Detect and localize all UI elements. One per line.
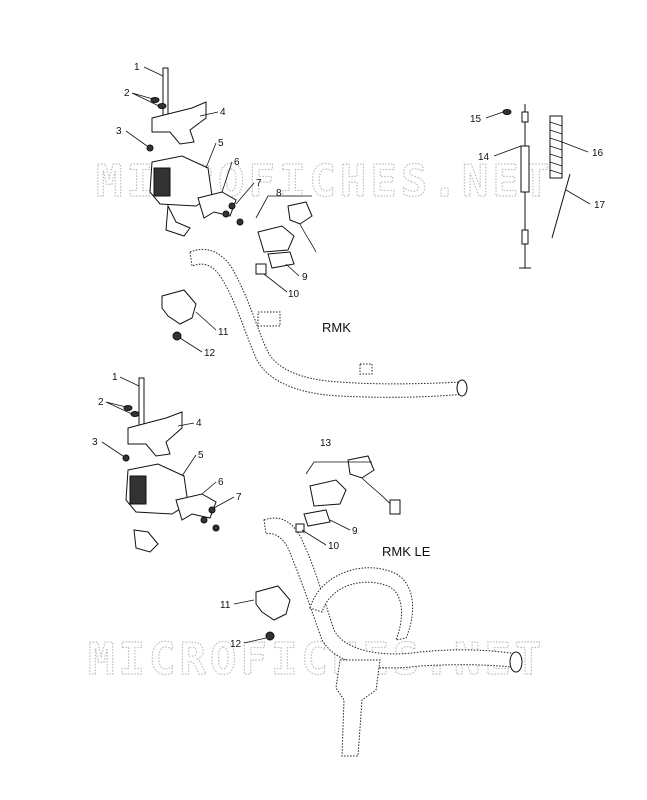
section-label-rmk-le: RMK LE: [382, 544, 431, 559]
nut-part-12: [172, 331, 182, 341]
washer-part-2a: [150, 97, 160, 103]
handlebar-rmk: [189, 248, 467, 398]
steering-post: [335, 659, 381, 757]
callout-lower-2: 2: [98, 397, 104, 408]
switch-wire-8: [299, 223, 317, 253]
connector-lower: [133, 529, 159, 553]
callout-lower-5: 5: [198, 450, 204, 461]
clamp-part-9: [267, 251, 295, 269]
callout-upper-11: 11: [218, 327, 229, 338]
bar-end-rmk: [456, 379, 468, 397]
callout-upper-2: 2: [124, 88, 130, 99]
housing-lower-grip-part-5: [129, 475, 147, 505]
bracket-part-4: [151, 101, 207, 145]
switch-lower-plug-13: [389, 499, 401, 515]
screw-lower-part-7a: [208, 506, 216, 514]
callout-upper-10: 10: [288, 289, 300, 300]
callout-cable-15: 15: [470, 114, 482, 125]
switch-lower-part-13a: [309, 479, 347, 507]
switch-part-8a: [257, 225, 295, 253]
section-label-rmk: RMK: [322, 320, 351, 335]
bracket-lower-part-4: [127, 411, 183, 457]
screw-lower-part-7c: [212, 524, 220, 532]
bar-mount-rmk: [359, 363, 373, 375]
screw-lower-part-7b: [200, 516, 208, 524]
washer-part-2b: [157, 103, 167, 109]
callout-upper-5: 5: [218, 138, 224, 149]
washer-lower-part-2a: [123, 405, 133, 411]
nut-lower-part-12: [265, 631, 275, 641]
pin-lower-part-1: [138, 377, 145, 427]
bar-clamp-rmk: [257, 311, 281, 327]
callout-upper-4: 4: [220, 107, 226, 118]
spiral-wrap-part-16: [549, 115, 563, 179]
screw-part-7a: [228, 202, 236, 210]
screw-part-7b: [222, 210, 230, 218]
housing-grip-part-5: [153, 167, 171, 197]
callout-lower-3: 3: [92, 437, 98, 448]
plug-part-10: [255, 263, 267, 275]
callout-upper-9: 9: [302, 272, 308, 283]
callout-lower-9: 9: [352, 526, 358, 537]
nut-part-15: [502, 109, 512, 115]
nut-lower-part-3: [122, 454, 130, 462]
upper-assembly: 1 2 3 4 5 6 7 8 9 10 11 12 RMK: [116, 62, 468, 398]
callout-lower-7: 7: [236, 492, 242, 503]
callout-cable-14: 14: [478, 152, 490, 163]
nut-part-3: [146, 144, 154, 152]
callout-lower-6: 6: [218, 477, 224, 488]
cable-end-bottom: [521, 229, 529, 245]
screw-part-7c: [236, 218, 244, 226]
plug-lower-part-10: [295, 523, 305, 533]
bar-end-rmk-le: [509, 651, 523, 673]
callout-lower-1: 1: [112, 372, 118, 383]
cable-sleeve-part-14: [520, 145, 530, 193]
switch-lower-part-13b: [347, 455, 375, 479]
cable-end-top: [521, 111, 529, 123]
callout-lower-13: 13: [320, 438, 332, 449]
callout-cable-17: 17: [594, 200, 606, 211]
connector-upper: [165, 204, 191, 237]
callout-upper-8: 8: [276, 188, 282, 199]
clamp-lower-part-9: [303, 509, 331, 527]
switch-lower-wire-13: [361, 477, 395, 509]
handlebar-rmk-le: [263, 517, 521, 669]
callout-upper-12: 12: [204, 348, 216, 359]
callout-cable-16: 16: [592, 148, 604, 159]
callout-upper-3: 3: [116, 126, 122, 137]
switch-part-8b: [287, 201, 313, 225]
block-lower-part-11: [255, 585, 291, 621]
callout-upper-7: 7: [256, 178, 262, 189]
callout-upper-1: 1: [134, 62, 140, 73]
lower-assembly: 1 2 3 4 5 6 7 9 10 11 12 13 RMK LE: [92, 372, 523, 757]
washer-lower-part-2b: [130, 411, 140, 417]
tie-part-17: [551, 173, 571, 239]
pin-part-1: [162, 67, 169, 119]
callout-upper-6: 6: [234, 157, 240, 168]
callout-lower-4: 4: [196, 418, 202, 429]
block-part-11: [161, 289, 197, 325]
riser-loop: [309, 567, 414, 641]
cable-assembly: 15 14 16 17: [470, 104, 606, 269]
callout-lower-12: 12: [230, 639, 242, 650]
callout-lower-10: 10: [328, 541, 340, 552]
callout-lower-11: 11: [220, 600, 231, 611]
